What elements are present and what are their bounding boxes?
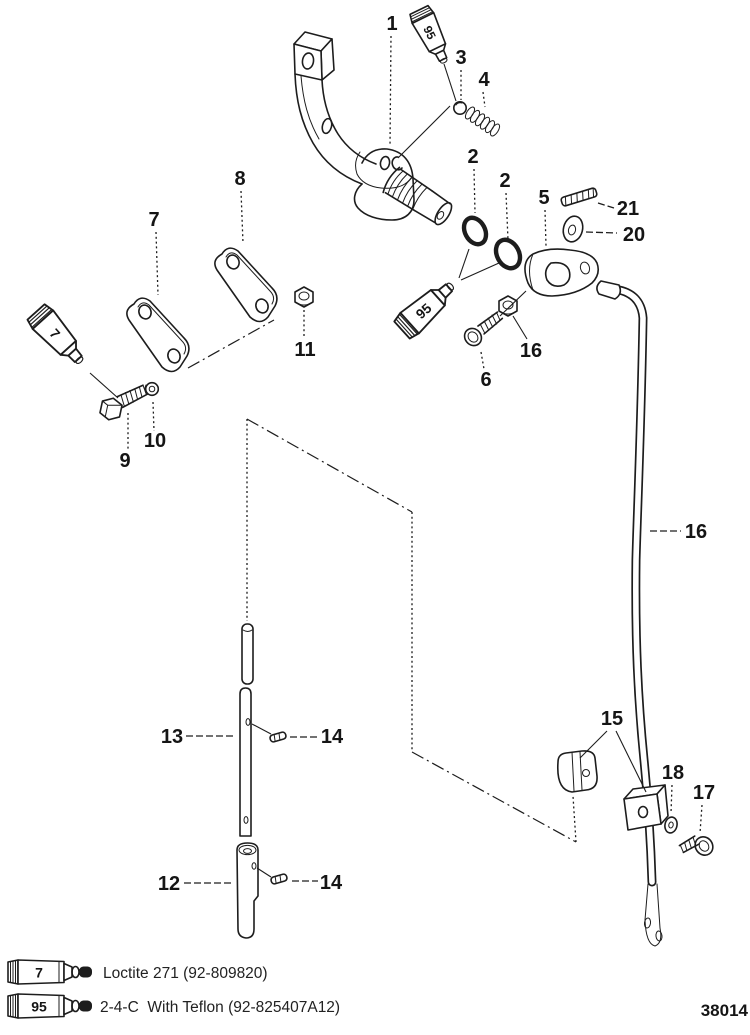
part-callout-20: 20: [623, 224, 645, 246]
nut-part-11: [294, 286, 314, 308]
part-callout-9: 9: [119, 450, 130, 472]
grease-tube-7-left: 7: [26, 303, 84, 365]
part-callout-2: 2: [467, 146, 478, 168]
clamp-block-part-15-on-rod: [623, 784, 669, 831]
tube-95-top-label: 95: [420, 24, 439, 42]
legend-tube-95-number: 95: [31, 999, 47, 1015]
legend-row-2-text: 2-4-C With Teflon (92-825407A12): [100, 999, 340, 1016]
grease-tube-95-middle: 95: [393, 282, 455, 340]
washer-part-18: [664, 816, 678, 834]
part-callout-8: 8: [234, 168, 245, 190]
part-callout-13: 13: [161, 726, 183, 748]
part-callout-10: 10: [144, 430, 166, 452]
part-callout-5: 5: [538, 187, 549, 209]
part-callout-7: 7: [148, 209, 159, 231]
nut-part-16-small: [498, 295, 518, 317]
part-callout-15: 15: [601, 708, 623, 730]
part-callout-4: 4: [478, 69, 490, 91]
part-callout-14: 14: [321, 726, 344, 748]
pivot-block-part-5: [524, 248, 599, 297]
drawing-number: 38014: [701, 1001, 749, 1020]
grease-tube-95-top: 95: [409, 4, 448, 64]
part-callout-21: 21: [617, 198, 639, 220]
o-ring-part-2b: [493, 237, 523, 271]
bolt-part-17: [678, 835, 714, 856]
link-tube-part-12: [236, 842, 259, 939]
screw-part-6: [463, 311, 504, 347]
part-callout-6: 6: [480, 369, 491, 391]
construction-lines: [187, 319, 577, 843]
part-callout-11: 11: [294, 339, 315, 361]
spring-part-4: [464, 106, 501, 137]
bolt-part-9: [99, 384, 149, 421]
plate-part-8: [214, 247, 278, 323]
part-callout-2: 2: [499, 170, 510, 192]
part-callout-12: 12: [158, 873, 180, 895]
part-callout-3: 3: [455, 47, 466, 69]
detent-ball-part-3: [452, 101, 467, 116]
legend: 7 Loctite 271 (92-809820) 95 2-4-C With …: [7, 959, 340, 1019]
leader-lines: [89, 35, 703, 884]
shift-rod-part-16: [596, 280, 663, 947]
o-ring-part-2a: [461, 215, 489, 247]
pin-part-14-lower: [270, 873, 288, 885]
part-callout-14: 14: [320, 872, 343, 894]
shift-lever-part-1: [293, 31, 453, 226]
plate-part-7: [126, 297, 190, 373]
clamp-block-part-15-loose: [556, 750, 598, 793]
legend-row-1-text: Loctite 271 (92-809820): [103, 965, 268, 982]
washer-part-20: [562, 215, 584, 243]
legend-tube-95-icon: 95: [7, 993, 92, 1019]
pin-part-14-upper: [269, 731, 287, 743]
part-callout-18: 18: [662, 762, 684, 784]
part-callout-16: 16: [520, 340, 542, 362]
legend-tube-7-number: 7: [35, 965, 43, 981]
part-callout-16: 16: [685, 521, 707, 543]
part-callout-1: 1: [386, 13, 397, 35]
pin-part-21: [560, 187, 598, 207]
legend-tube-7-icon: 7: [7, 959, 92, 985]
washer-part-10: [144, 381, 160, 397]
link-rod-part-13: [239, 623, 254, 837]
part-callout-17: 17: [693, 782, 715, 804]
